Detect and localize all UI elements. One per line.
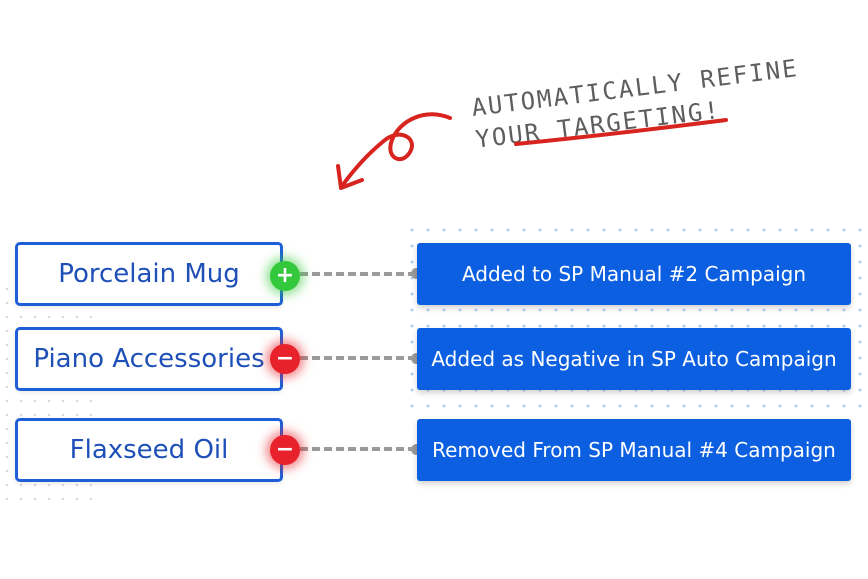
keyword-label: Porcelain Mug xyxy=(58,259,240,289)
result-label: Added to SP Manual #2 Campaign xyxy=(461,262,807,286)
minus-icon: − xyxy=(270,435,300,465)
result-box-added-manual-2: Added to SP Manual #2 Campaign xyxy=(417,243,851,305)
connector-line xyxy=(300,356,416,360)
keyword-box-flaxseed-oil: Flaxseed Oil xyxy=(15,418,283,482)
plus-icon: + xyxy=(270,261,300,291)
result-box-removed-manual-4: Removed From SP Manual #4 Campaign xyxy=(417,419,851,481)
result-label: Removed From SP Manual #4 Campaign xyxy=(432,438,836,462)
curved-arrow-icon xyxy=(336,112,452,190)
connector-node xyxy=(411,268,422,279)
connector-line xyxy=(300,447,416,451)
keyword-label: Piano Accessories xyxy=(33,344,265,374)
connector-node xyxy=(411,444,422,455)
connector-node xyxy=(411,353,422,364)
annotation-underline xyxy=(514,118,728,146)
result-box-negative-auto: Added as Negative in SP Auto Campaign xyxy=(417,328,851,390)
keyword-box-piano-accessories: Piano Accessories xyxy=(15,327,283,391)
minus-icon: − xyxy=(270,344,300,374)
annotation: AUTOMATICALLY REFINE YOUR TARGETING! xyxy=(470,54,800,150)
keyword-box-porcelain-mug: Porcelain Mug xyxy=(15,242,283,306)
result-label: Added as Negative in SP Auto Campaign xyxy=(431,347,837,371)
keyword-label: Flaxseed Oil xyxy=(69,435,229,465)
connector-line xyxy=(300,272,416,276)
